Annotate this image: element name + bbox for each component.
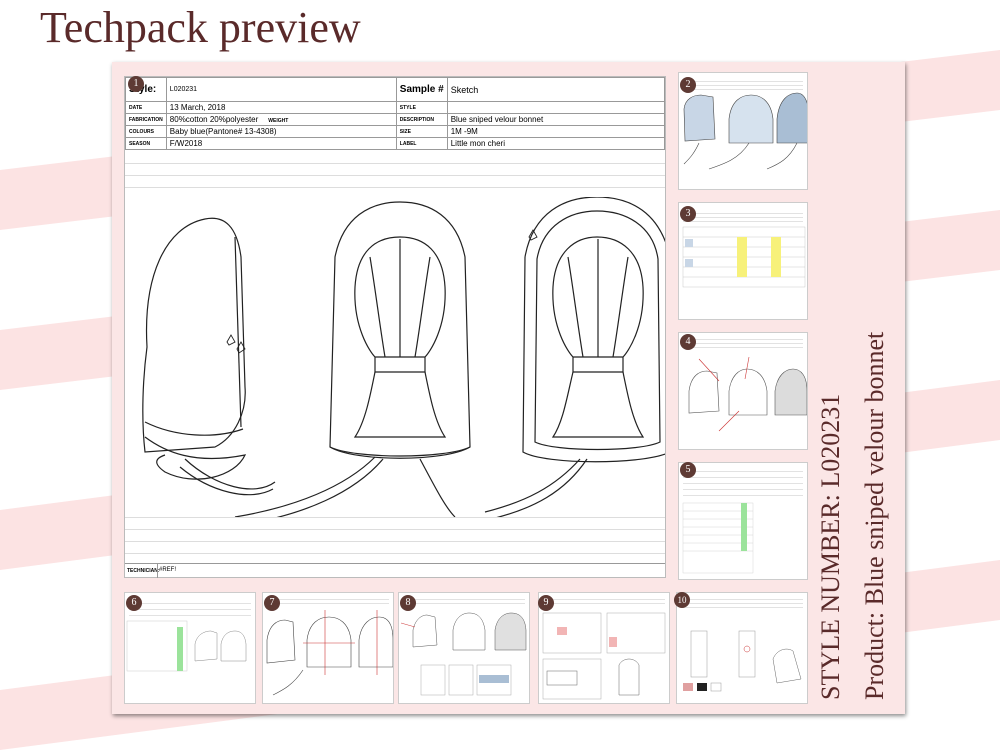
style-value: L020231 [165,77,397,102]
fabrication-value: 80%cotton 20%polyester [169,115,259,124]
techpack-page-2[interactable] [678,72,808,190]
style-label-2: STYLE [395,101,448,114]
bonnet-inner-view [484,197,665,517]
techpack-page-8[interactable] [398,592,530,704]
techpack-page-5[interactable] [678,462,808,580]
techpack-page-1[interactable]: Style: L020231 Sample # Sketch DATE 13 M… [124,76,666,578]
technician-label: TECHNICIAN: [127,568,160,574]
page-number-badge-8: 8 [400,595,416,611]
page-number-badge-6: 6 [126,595,142,611]
techpack-page-7[interactable] [262,592,394,704]
page-number-badge-9: 9 [538,595,554,611]
techpack-page-4[interactable] [678,332,808,450]
bonnet-side-view [142,217,276,496]
page-title: Techpack preview [40,3,361,52]
fabrication-label: FABRICATION [125,113,167,126]
season-value: F/W2018 [165,137,397,150]
label-label: LABEL [395,137,448,150]
date-value: 13 March, 2018 [165,101,397,114]
style-number-caption: STYLE NUMBER: L020231 [816,393,845,700]
technician-value: #REF! [159,567,177,573]
description-value: Blue sniped velour bonnet [446,113,666,126]
page-number-badge-3: 3 [680,206,696,222]
page-number-badge-1: 1 [128,76,144,92]
techpack-page-3[interactable] [678,202,808,320]
technician-row: TECHNICIAN: #REF! [125,563,665,578]
page-number-badge-10: 10 [674,592,690,608]
colours-label: COLOURS [125,125,167,138]
page-number-badge-7: 7 [264,595,280,611]
size-label: SIZE [395,125,448,138]
date-label: DATE [125,101,167,114]
bonnet-back-view [234,201,471,517]
techpack-page-6[interactable] [124,592,256,704]
page-number-badge-4: 4 [680,334,696,350]
label-value: Little mon cheri [446,137,666,150]
bonnet-flat-sketches [142,197,665,517]
page-number-badge-2: 2 [680,77,696,93]
sample-label: Sample # [395,77,448,102]
techpack-page-10[interactable] [676,592,808,704]
techpack-page-9[interactable] [538,592,670,704]
sample-value: Sketch [446,77,666,102]
weight-label: WEIGHT [268,118,289,124]
product-caption: Product: Blue sniped velour bonnet [860,331,889,700]
size-value: 1M -9M [446,125,666,138]
page-number-badge-5: 5 [680,462,696,478]
season-label: SEASON [125,137,167,150]
description-label: DESCRIPTION [395,113,448,126]
colours-value: Baby blue(Pantone# 13-4308) [165,125,397,138]
header-table: Style: L020231 Sample # Sketch DATE 13 M… [125,77,666,150]
